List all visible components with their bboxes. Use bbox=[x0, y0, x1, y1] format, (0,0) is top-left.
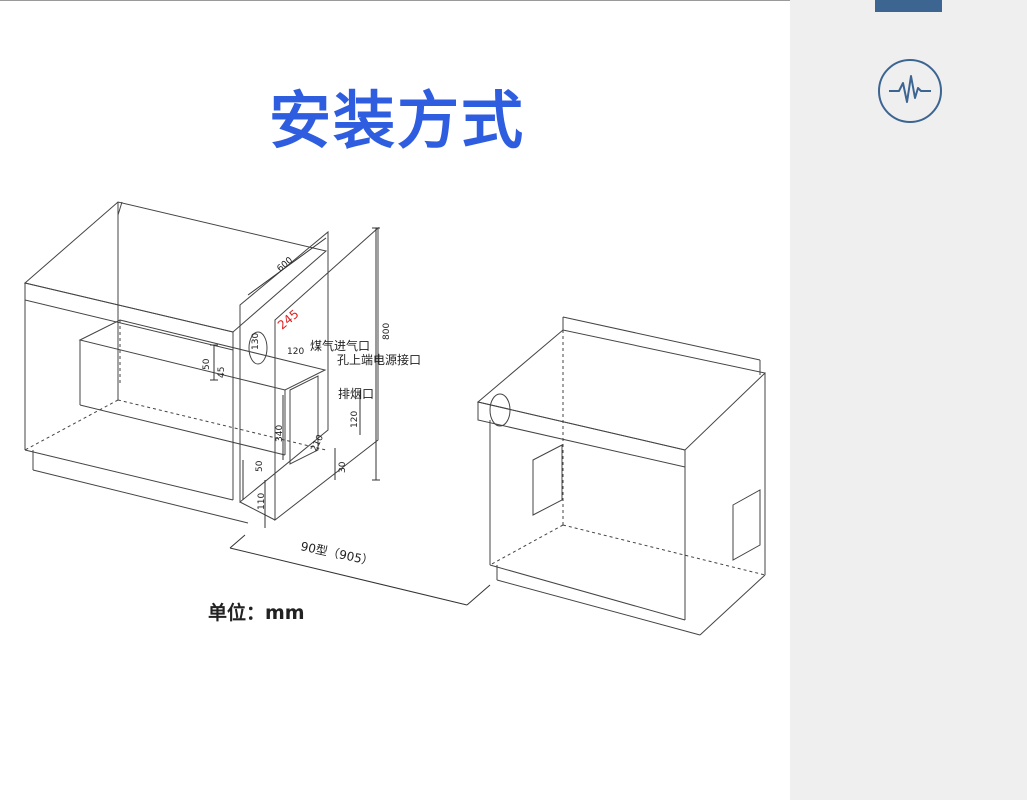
dim-50-left: 50 bbox=[202, 358, 212, 370]
unit-label: 单位：mm bbox=[208, 602, 305, 624]
dim-210: 210 bbox=[310, 433, 326, 453]
left-cabinet bbox=[23, 201, 328, 524]
pulse-icon[interactable] bbox=[877, 58, 943, 124]
dim-50-bottom: 50 bbox=[255, 460, 265, 472]
dim-245: 245 bbox=[275, 307, 302, 332]
power-port-label: 孔上端电源接口 bbox=[337, 352, 421, 367]
top-rule bbox=[0, 0, 790, 1]
page-title: 安装方式 bbox=[268, 84, 525, 157]
right-cabinet bbox=[476, 316, 767, 636]
dim-800: 800 bbox=[382, 323, 392, 340]
dim-110: 110 bbox=[257, 493, 267, 510]
dim-600: 600 bbox=[276, 255, 296, 274]
model-label: 90型（905） bbox=[299, 539, 374, 568]
dim-30: 30 bbox=[338, 461, 348, 473]
dim-120-gas: 120 bbox=[287, 347, 304, 357]
sidebar-tab bbox=[875, 0, 942, 12]
exhaust-label: 排烟口 bbox=[338, 387, 374, 401]
dim-120-exhaust: 120 bbox=[350, 411, 360, 428]
appliance-frame bbox=[239, 226, 379, 522]
sidebar bbox=[790, 0, 1027, 800]
dim-340: 340 bbox=[275, 425, 285, 442]
gas-inlet-label: 煤气进气口 bbox=[310, 338, 370, 353]
cutout-opening bbox=[78, 319, 327, 456]
dim-130: 130 bbox=[251, 333, 261, 350]
dim-45: 45 bbox=[217, 367, 227, 378]
installation-diagram: 600 245 130 120 50 45 800 120 340 210 50… bbox=[23, 201, 767, 636]
dimension-lines bbox=[210, 227, 491, 606]
